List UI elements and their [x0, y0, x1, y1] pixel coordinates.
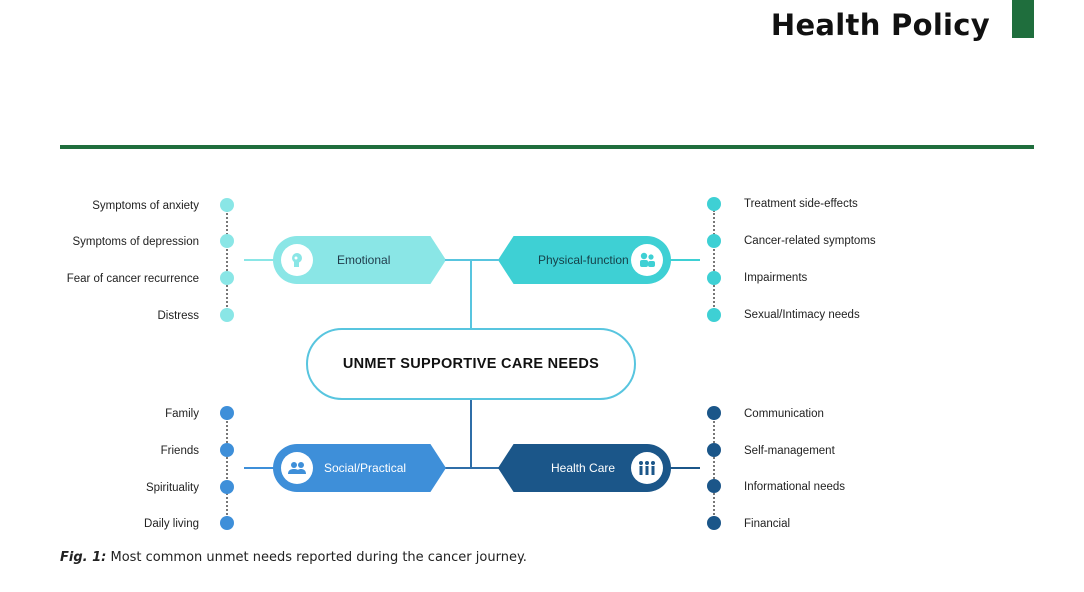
emotional-connector: [244, 259, 274, 261]
social-item-dot: [220, 406, 234, 420]
emotional-item-dot: [220, 308, 234, 322]
healthcare-item-dot: [707, 443, 721, 457]
top-horizontal-connector: [445, 259, 499, 261]
social-item: Family: [165, 408, 199, 420]
physical-dotted-connector: [713, 210, 715, 310]
physical-connector: [670, 259, 700, 261]
social-category-box: Social/Practical: [273, 444, 446, 492]
top-vertical-connector: [470, 259, 472, 329]
brand-tab-marker: [1012, 0, 1034, 38]
emotional-head-icon: [281, 244, 313, 276]
social-item: Daily living: [144, 518, 199, 530]
healthcare-item-dot: [707, 479, 721, 493]
emotional-item-dot: [220, 234, 234, 248]
central-node-label: UNMET SUPPORTIVE CARE NEEDS: [342, 356, 600, 372]
physical-item: Cancer-related symptoms: [744, 235, 876, 247]
emotional-item: Distress: [157, 310, 199, 322]
social-item: Spirituality: [145, 482, 199, 494]
journal-section-title: Health Policy: [770, 8, 990, 42]
social-item-dot: [220, 516, 234, 530]
social-item: Friends: [160, 445, 199, 457]
physical-item-dot: [707, 197, 721, 211]
healthcare-item: Financial: [744, 518, 791, 530]
physical-item-dot: [707, 234, 721, 248]
physical-item-dot: [707, 308, 721, 322]
figure-caption: Fig. 1: Most common unmet needs reported…: [60, 550, 527, 565]
healthcare-item: Informational needs: [744, 481, 846, 493]
central-node: UNMET SUPPORTIVE CARE NEEDS: [306, 328, 636, 400]
emotional-item: Symptoms of depression: [72, 236, 199, 248]
emotional-item-dot: [220, 198, 234, 212]
physical-item-dot: [707, 271, 721, 285]
physical-item: Sexual/Intimacy needs: [744, 309, 860, 321]
social-dotted-connector: [226, 418, 228, 518]
figure-number: Fig. 1:: [60, 550, 107, 565]
emotional-item: Fear of cancer recurrence: [66, 273, 199, 285]
emotional-item-dot: [220, 271, 234, 285]
healthcare-item-dot: [707, 406, 721, 420]
healthcare-category-label: Health Care: [551, 461, 616, 475]
people-icon: [631, 244, 663, 276]
group-icon: [281, 452, 313, 484]
healthcare-connector: [670, 467, 700, 469]
physical-item: Impairments: [744, 272, 808, 284]
emotional-category-label: Emotional: [337, 253, 391, 267]
header-divider: [60, 145, 1034, 149]
physical-item: Treatment side-effects: [744, 198, 858, 210]
healthcare-dotted-connector: [713, 418, 715, 518]
emotional-dotted-connector: [226, 210, 228, 310]
healthcare-item-dot: [707, 516, 721, 530]
healthcare-category-box: Health Care: [498, 444, 671, 492]
bottom-horizontal-connector: [445, 467, 499, 469]
social-category-label: Social/Practical: [324, 461, 407, 475]
physical-category-box: Physical-function: [498, 236, 671, 284]
social-connector: [244, 467, 274, 469]
care-team-icon: [631, 452, 663, 484]
physical-category-label: Physical-function: [538, 253, 629, 267]
bottom-vertical-connector: [470, 400, 472, 468]
social-item-dot: [220, 443, 234, 457]
social-item-dot: [220, 480, 234, 494]
emotional-item: Symptoms of anxiety: [92, 200, 199, 212]
emotional-category-box: Emotional: [273, 236, 446, 284]
figure-caption-text: Most common unmet needs reported during …: [106, 550, 527, 565]
healthcare-item: Self-management: [744, 445, 835, 457]
healthcare-item: Communication: [744, 408, 824, 420]
